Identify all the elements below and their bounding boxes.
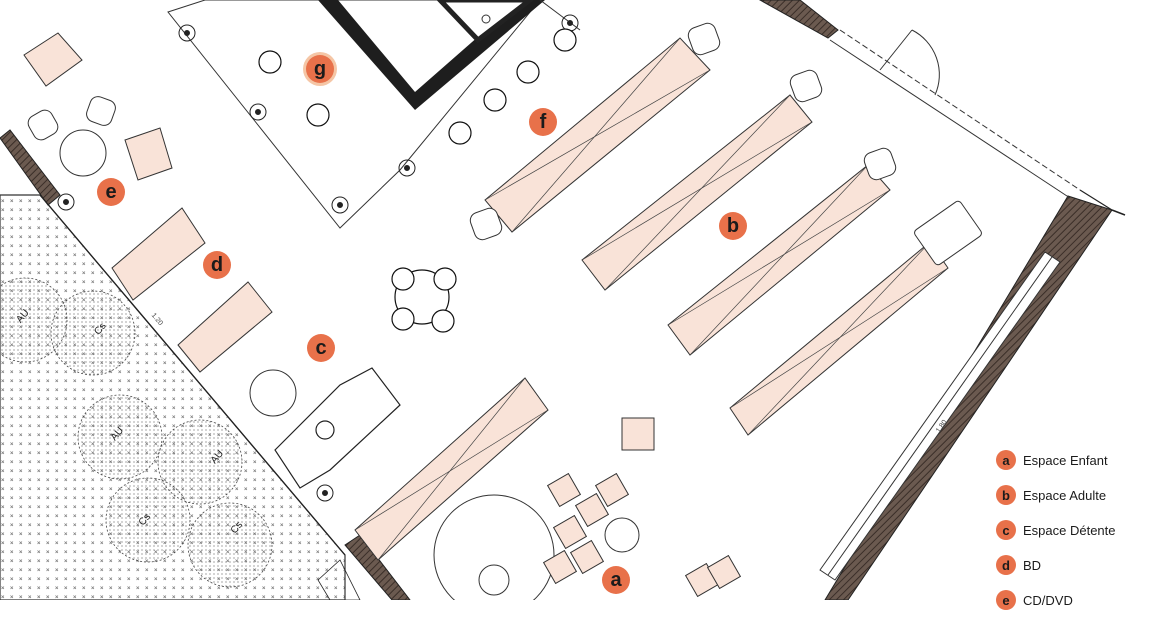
legend-badge: e — [996, 590, 1016, 610]
legend-label: Espace Adulte — [1023, 487, 1107, 503]
zone-marker-a: a — [602, 566, 630, 594]
legend-item-e: e CD/DVD — [996, 588, 1116, 612]
legend-item-a: a Espace Enfant — [996, 448, 1116, 472]
legend-label: Espace Détente — [1023, 522, 1116, 538]
legend-badge: b — [996, 485, 1016, 505]
legend-label: BD — [1023, 557, 1042, 573]
zone-marker-g: g — [306, 55, 334, 83]
legend-item-c: c Espace Détente — [996, 518, 1116, 542]
legend-badge: d — [996, 555, 1016, 575]
zone-marker-f: f — [529, 108, 557, 136]
planters — [0, 277, 273, 588]
legend: a Espace Enfant b Espace Adulte c Espace… — [996, 448, 1116, 623]
table-with-chairs — [391, 267, 457, 333]
legend-item-d: d BD — [996, 553, 1116, 577]
zone-marker-e: e — [97, 178, 125, 206]
armchairs — [27, 22, 982, 266]
floor-plan: AU Cs AU AU Cs Cs — [0, 0, 1126, 600]
staircase — [317, 559, 361, 600]
legend-label: CD/DVD — [1023, 592, 1073, 608]
reception-desk — [274, 367, 401, 489]
zone-marker-d: d — [203, 251, 231, 279]
entrance-door — [879, 29, 940, 96]
legend-badge: c — [996, 520, 1016, 540]
legend-item-b: b Espace Adulte — [996, 483, 1116, 507]
garden-area — [0, 194, 346, 600]
columns — [57, 14, 579, 502]
legend-label: Espace Enfant — [1023, 452, 1108, 468]
kids-cubes — [542, 417, 742, 598]
walls — [0, 0, 1126, 600]
zone-marker-c: c — [307, 334, 335, 362]
round-tables — [59, 129, 640, 600]
stools — [258, 28, 577, 145]
legend-badge: a — [996, 450, 1016, 470]
shelf-diagonals — [354, 37, 949, 561]
zone-marker-b: b — [719, 212, 747, 240]
window-bench — [819, 251, 1061, 581]
